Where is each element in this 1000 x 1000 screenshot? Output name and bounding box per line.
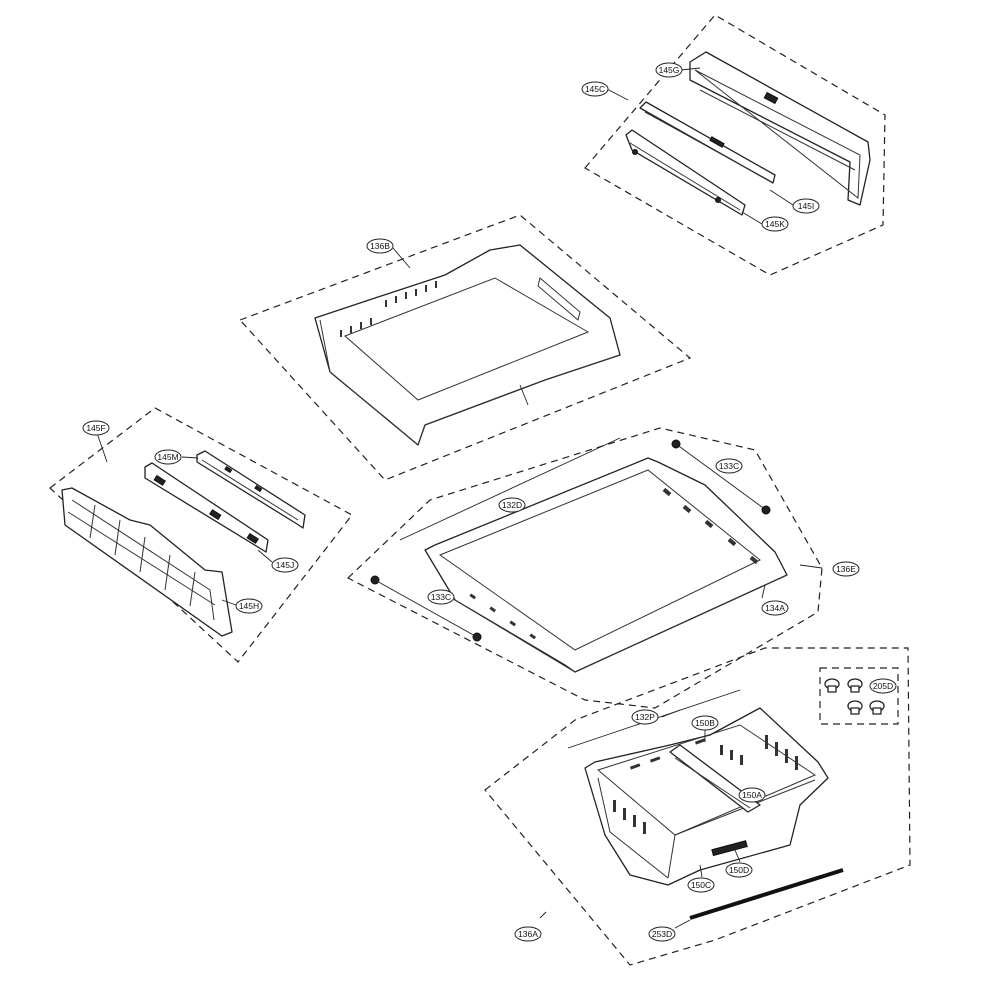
callout-132d-text: 132D	[502, 500, 522, 510]
callout-145k-text: 145K	[765, 219, 785, 229]
callout-145g: 145G	[655, 62, 683, 78]
caps-205d-boundary	[819, 667, 899, 725]
callout-150b-text: 150B	[695, 718, 715, 728]
callout-132p: 132P	[631, 709, 659, 725]
callout-150d-text: 150D	[729, 865, 749, 875]
cover-strip-132d	[399, 437, 621, 541]
callout-133c-top-text: 133C	[719, 461, 739, 471]
callout-133c-left-text: 133C	[431, 592, 451, 602]
callout-150c-text: 150C	[691, 880, 711, 890]
caps-205d	[824, 678, 885, 715]
callout-150d: 150D	[725, 862, 753, 878]
bracket-145m	[196, 450, 306, 529]
callout-145m: 145M	[154, 449, 182, 465]
drawer-136b-vents	[340, 281, 437, 337]
basket-vents	[613, 735, 798, 834]
slide-rail-145k	[625, 129, 746, 216]
callout-145k: 145K	[761, 216, 789, 232]
callout-136e-text: 136E	[836, 564, 856, 574]
callout-145h: 145H	[235, 598, 263, 614]
shelf-134a	[424, 457, 788, 673]
callout-150a: 150A	[738, 787, 766, 803]
callout-145c-text: 145C	[585, 84, 605, 94]
callout-132d: 132D	[498, 497, 526, 513]
callout-145i-text: 145I	[798, 201, 815, 211]
rail-assembly-group	[584, 14, 886, 276]
callout-145i: 145I	[792, 198, 820, 214]
callout-205d-text: 205D	[873, 681, 893, 691]
basket-bin-150	[584, 707, 829, 886]
callout-145f-text: 145F	[86, 423, 105, 433]
callout-145g-text: 145G	[659, 65, 680, 75]
callout-136e: 136E	[832, 561, 860, 577]
callout-145m-text: 145M	[157, 452, 178, 462]
callout-136b: 136B	[366, 238, 394, 254]
callout-150a-text: 150A	[742, 790, 762, 800]
basket-136a-boundary	[484, 647, 911, 966]
callout-133c-left: 133C	[427, 589, 455, 605]
drawer-bin-136b	[314, 244, 621, 446]
basket-136a-group	[484, 647, 911, 966]
slide-rail-145i	[639, 101, 776, 184]
drawer-136b-group	[238, 214, 692, 481]
cover-panel-145h	[61, 487, 233, 637]
callout-134a: 134A	[761, 600, 789, 616]
callout-134a-text: 134A	[765, 603, 785, 613]
callout-205d: 205D	[869, 678, 897, 694]
callout-133c-top: 133C	[715, 458, 743, 474]
callout-145c: 145C	[581, 81, 609, 97]
callout-145j-text: 145J	[276, 560, 294, 570]
callout-136a-text: 136A	[518, 929, 538, 939]
callout-136b-text: 136B	[370, 241, 390, 251]
drawer-136b-boundary	[238, 214, 692, 481]
callout-253d: 253D	[648, 926, 676, 942]
cover-145f-group	[49, 407, 353, 663]
callout-145h-text: 145H	[239, 601, 259, 611]
callout-145f: 145F	[82, 420, 110, 436]
caps-205d-group	[819, 667, 899, 725]
seal-strip-253d	[689, 868, 844, 920]
callout-253d-text: 253D	[652, 929, 672, 939]
shelf-136e-group	[346, 427, 823, 709]
cover-145f-boundary	[49, 407, 353, 663]
shelf-136e-boundary	[346, 427, 823, 709]
callout-150c: 150C	[687, 877, 715, 893]
rail-bracket-145g	[689, 51, 871, 206]
callout-136a: 136A	[514, 926, 542, 942]
handle-150d	[711, 840, 748, 857]
bracket-145j	[144, 462, 269, 553]
callout-145j: 145J	[271, 557, 299, 573]
callout-150b: 150B	[691, 715, 719, 731]
divider-150a	[669, 744, 761, 813]
callout-132p-text: 132P	[635, 712, 655, 722]
shelf-134a-vents	[469, 487, 759, 640]
